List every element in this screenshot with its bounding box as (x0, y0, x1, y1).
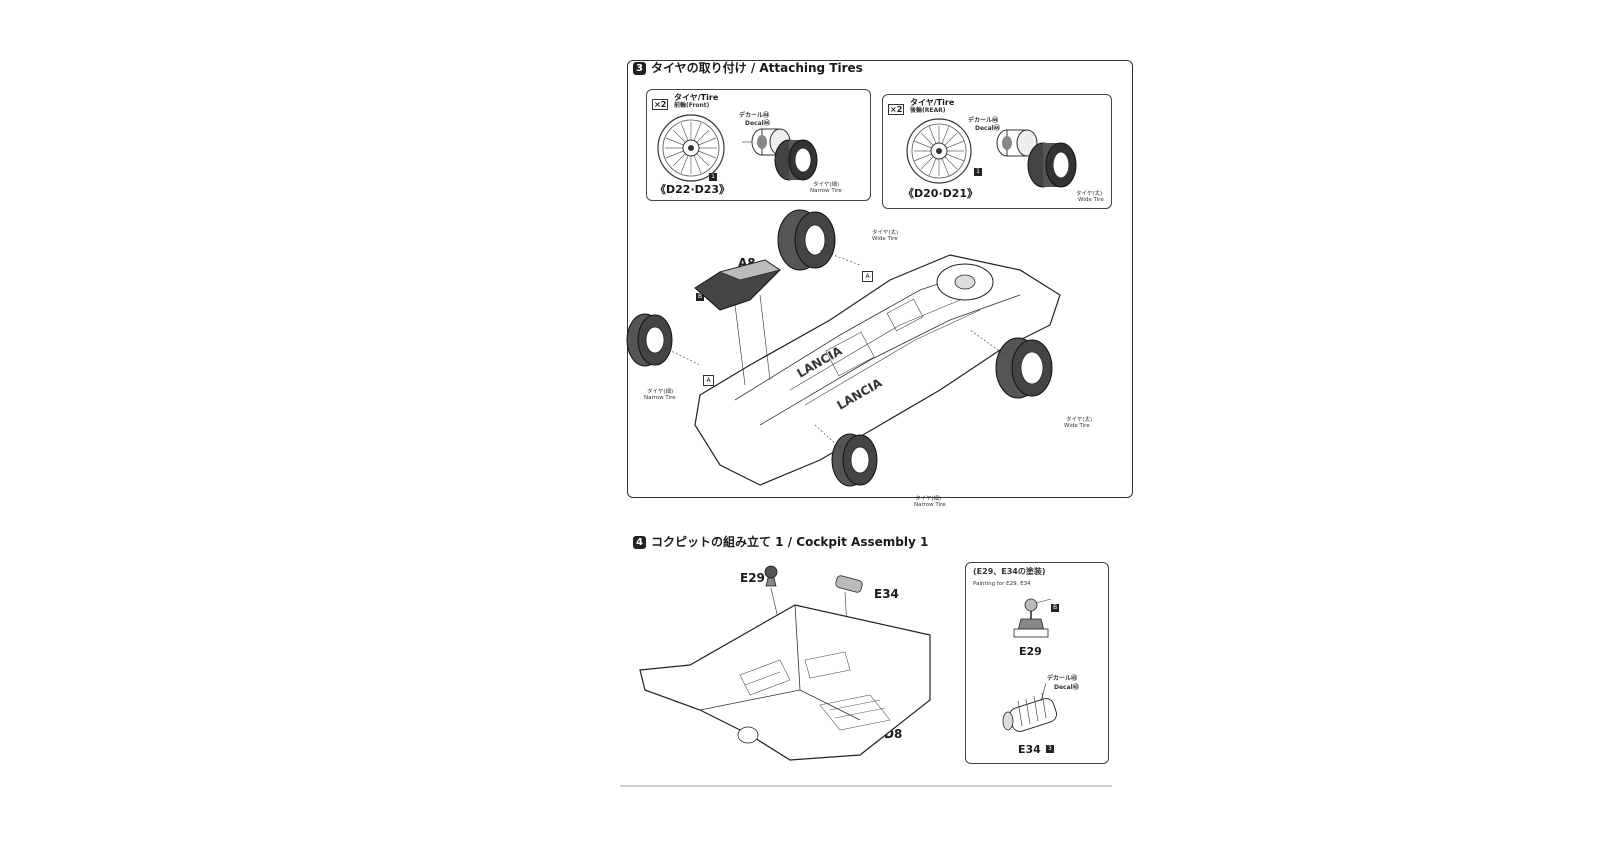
painting-marker-b: B (1051, 603, 1059, 612)
narrow-tire-jp-left: タイヤ(細) (647, 389, 674, 395)
narrow-tire-jp-bottom: タイヤ(細) (915, 496, 942, 502)
painting-drawing (1002, 598, 1057, 732)
rear-tire-title: タイヤ/Tire (910, 98, 955, 107)
front-qty-header: ×2 (652, 92, 671, 111)
wide-tire-en-right: Wide Tire (1064, 423, 1090, 429)
front-tire-title: タイヤ/Tire (674, 93, 719, 102)
step3-number: 3 (633, 62, 646, 75)
step4-title: 4 コクピットの組み立て 1 / Cockpit Assembly 1 (633, 533, 928, 550)
wide-tire-jp-right: タイヤ(太) (1066, 417, 1093, 423)
front-decal-jp: デカール㊹ (739, 112, 770, 119)
rear-tire-jp: タイヤ(太) (1076, 191, 1103, 197)
rear-tire-en: Wide Tire (1078, 197, 1104, 203)
narrow-tire-en-left: Narrow Tire (644, 395, 676, 401)
rear-qty-header: ×2 (888, 97, 907, 116)
marker-a-front-left: A (703, 367, 714, 386)
rear-decal-en: Decal㊹ (975, 125, 1000, 132)
painting-e34-marker: 3 (1045, 744, 1054, 753)
marker-b-chassis: B (696, 292, 704, 301)
page-bottom-edge (620, 785, 1112, 787)
painting-e34-label: E34 (1018, 743, 1041, 756)
front-tire-en: Narrow Tire (810, 188, 842, 194)
front-tire-inset: ×2 タイヤ/Tire 前輪(Front) デカール㊹ Decal㊹ 1 タイヤ… (646, 89, 871, 201)
painting-e29-label: E29 (1019, 645, 1042, 658)
painting-inset: (E29、E34の塗装) Painting for E29, E34 B E29… (965, 562, 1109, 764)
painting-title: (E29、E34の塗装) (973, 567, 1046, 576)
rear-wheel-drawing (906, 118, 1077, 188)
rear-tire-subtitle: 後輪(REAR) (910, 107, 946, 114)
rear-decal-jp: デカール㊹ (968, 117, 999, 124)
rear-parts-code: 《D20·D21》 (903, 187, 979, 200)
front-wheel-drawing (657, 114, 818, 182)
step4-number: 4 (633, 536, 646, 549)
wide-tire-jp-top: タイヤ(太) (872, 230, 899, 236)
front-qty-badge: ×2 (652, 99, 669, 110)
front-tire-subtitle: 前輪(Front) (674, 102, 710, 109)
rear-tire-inset: ×2 タイヤ/Tire 後輪(REAR) デカール㊹ Decal㊹ 1 タイヤ(… (882, 94, 1112, 209)
rear-qty-badge: ×2 (888, 104, 905, 115)
marker-a-rear-left: A (862, 263, 873, 282)
painting-decal-jp: デカール㊸ (1047, 675, 1078, 682)
painting-subtitle: Painting for E29, E34 (973, 581, 1031, 587)
rear-part-marker: 1 (974, 161, 982, 180)
narrow-tire-en-bottom: Narrow Tire (914, 502, 946, 508)
part-e34-label: E34 (874, 587, 899, 601)
front-decal-en: Decal㊹ (745, 120, 770, 127)
step3-title-text: タイヤの取り付け / Attaching Tires (651, 61, 863, 75)
painting-decal-en: Decal㊸ (1054, 684, 1079, 691)
front-part-marker: 1 (709, 166, 717, 185)
front-parts-code: 《D22·D23》 (655, 183, 731, 196)
part-e29-label: E29 (740, 571, 765, 585)
cockpit-assembly-drawing (639, 565, 931, 761)
chassis-assembly-drawing: LANCIA LANCIA (626, 209, 1061, 487)
step4-title-text: コクピットの組み立て 1 / Cockpit Assembly 1 (651, 535, 929, 549)
front-tire-jp: タイヤ(細) (813, 182, 840, 188)
wide-tire-en-top: Wide Tire (872, 236, 898, 242)
painting-e34-line: E34 3 (1018, 738, 1054, 757)
step3-title: 3 タイヤの取り付け / Attaching Tires (633, 59, 863, 76)
